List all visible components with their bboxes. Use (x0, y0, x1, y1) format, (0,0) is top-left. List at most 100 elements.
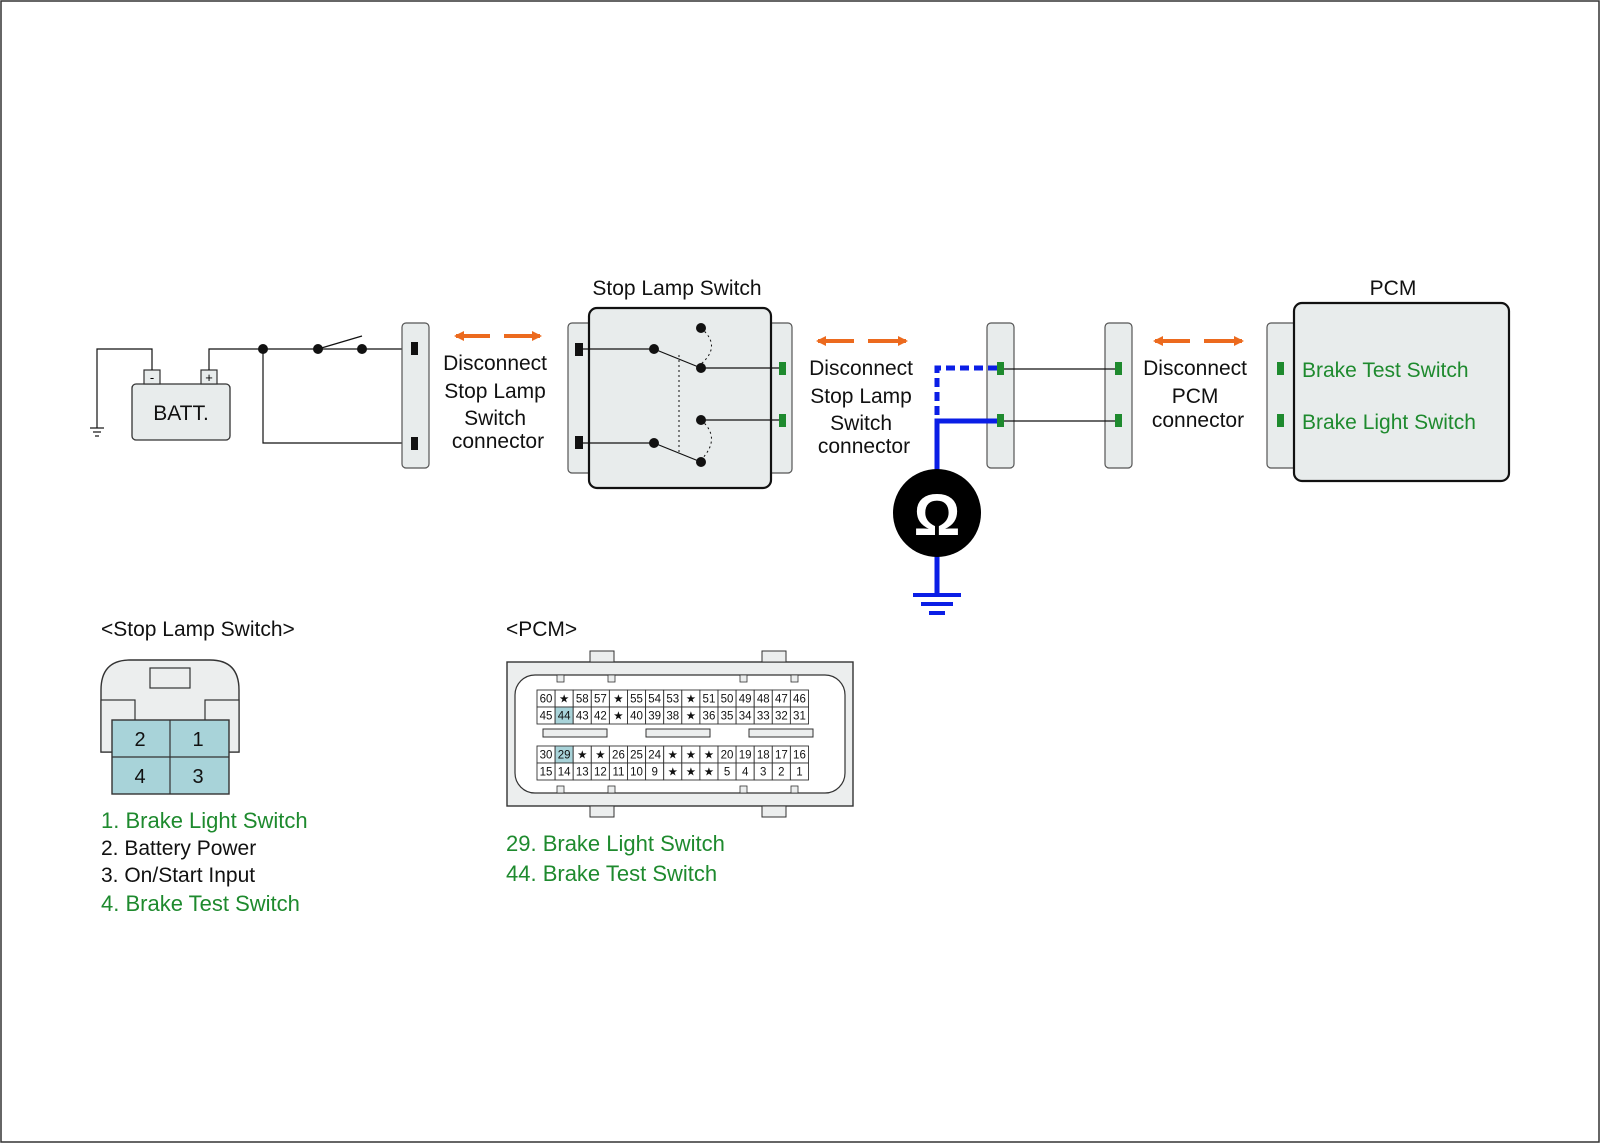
probe-leads (934, 365, 997, 593)
switch-nodes (258, 344, 367, 354)
pcm-pin-label: 48 (757, 694, 770, 706)
connector-panel-3 (986, 322, 1015, 469)
pcm-pin-label: 15 (540, 767, 553, 779)
sls-pin-3: 3 (192, 766, 203, 788)
sls-legend-2: 2. Battery Power (101, 837, 256, 860)
pcm-pin-label: 31 (793, 711, 806, 723)
pcm-pin-label: ★ (668, 767, 678, 779)
sls-pin-2: 2 (134, 729, 145, 751)
pcm-pin-label: 3 (760, 767, 766, 779)
pcm-pin-label: 44 (558, 711, 571, 723)
pcm-pin-label: ★ (686, 711, 696, 723)
ground-symbol-probe (913, 593, 961, 615)
battery-minus-sign: - (150, 370, 154, 385)
sls-pin-1: 1 (192, 729, 203, 751)
pcm-pin-label: 50 (721, 694, 734, 706)
pcm-pin-cell (789, 706, 809, 725)
pcm-pin-label: 29 (558, 750, 571, 762)
pcm-pin-label: 39 (648, 711, 661, 723)
pcm-pin-cell (789, 762, 809, 781)
pcm-signal-brake-test: Brake Test Switch (1302, 359, 1469, 382)
pcm-pin-label: 13 (576, 767, 589, 779)
ohmmeter: Ω (893, 469, 981, 557)
pcm-pin-label: 36 (703, 711, 716, 723)
pcm-pin-label: 16 (793, 750, 806, 762)
pcm-pin-label: ★ (613, 711, 623, 723)
sls-pin-4: 4 (134, 766, 145, 788)
stop-lamp-switch (567, 306, 793, 490)
pcm-pin-label: 55 (630, 694, 643, 706)
connector-panel-1 (401, 322, 430, 469)
pcm-pin-label: 38 (666, 711, 679, 723)
pcm-pin-label: 58 (576, 694, 589, 706)
pcm-pin-label: 40 (630, 711, 643, 723)
pcm-pin-label: 33 (757, 711, 770, 723)
pcm-pin-label: 1 (796, 767, 802, 779)
pcm-pin-label: 18 (757, 750, 770, 762)
battery-wiring (96, 335, 414, 444)
pcm-pin-label: 24 (648, 750, 661, 762)
disconnect-stop-lamp-label-2: Disconnect Stop Lamp Switch connector (809, 357, 919, 458)
pcm-pin-label: 14 (558, 767, 571, 779)
pcm-pin-label: ★ (595, 750, 605, 762)
pcm-pin-label: ★ (704, 767, 714, 779)
pcm-pin-label: 49 (739, 694, 752, 706)
pcm-pin-label: 20 (721, 750, 734, 762)
pcm-pin-label: ★ (686, 750, 696, 762)
pcm-pin-label: ★ (686, 694, 696, 706)
pcm-legend-44: 44. Brake Test Switch (506, 861, 717, 886)
pcm-connector-title: <PCM> (506, 618, 577, 641)
pcm-signal-brake-light: Brake Light Switch (1302, 411, 1476, 434)
pcm-pin-label: ★ (704, 750, 714, 762)
pcm-pin-label: 46 (793, 694, 806, 706)
pcm-legend-29: 29. Brake Light Switch (506, 831, 725, 856)
pcm-pin-label: 17 (775, 750, 788, 762)
pcm-pin-label: 47 (775, 694, 788, 706)
disconnect-stop-lamp-label-1: Disconnect Stop Lamp Switch connector (443, 352, 553, 453)
stop-lamp-legend: 1. Brake Light Switch 2. Battery Power 3… (101, 808, 308, 916)
ohm-symbol: Ω (914, 483, 961, 548)
pcm-pin-label: ★ (668, 750, 678, 762)
pcm-pin-label: 5 (724, 767, 730, 779)
pcm-pin-label: 54 (648, 694, 661, 706)
pcm-title: PCM (1370, 277, 1417, 300)
pcm-pin-label: 53 (666, 694, 679, 706)
pcm-pin-label: 10 (630, 767, 643, 779)
sls-legend-3: 3. On/Start Input (101, 864, 255, 887)
pcm-pin-label: ★ (613, 694, 623, 706)
disconnect-pcm-label: Disconnect PCM connector (1143, 357, 1253, 432)
sls-legend-4: 4. Brake Test Switch (101, 891, 300, 916)
stop-lamp-switch-title: Stop Lamp Switch (592, 277, 761, 300)
stop-lamp-connector-face: 2 1 4 3 (100, 659, 240, 795)
ground-symbol-battery (90, 420, 104, 437)
pcm-pin-label: 12 (594, 767, 607, 779)
stop-lamp-connector-title: <Stop Lamp Switch> (101, 618, 295, 641)
harness-wires (1004, 368, 1115, 422)
pcm-pin-label: 57 (594, 694, 607, 706)
pcm-pin-label: ★ (559, 694, 569, 706)
pcm-pin-label: 25 (630, 750, 643, 762)
pcm-pin-label: 30 (540, 750, 553, 762)
battery-plus-sign: + (205, 370, 213, 385)
pcm-connector-legend: 29. Brake Light Switch 44. Brake Test Sw… (506, 831, 725, 886)
pcm-pin-label: 45 (540, 711, 553, 723)
pcm-pin-label: 60 (540, 694, 553, 706)
pcm-pin-label: 9 (651, 767, 657, 779)
pcm-pin-label: 19 (739, 750, 752, 762)
pcm-pin-label: 2 (778, 767, 784, 779)
pcm-pin-label: 42 (594, 711, 607, 723)
connector-panel-4 (1104, 322, 1133, 469)
pcm-pin-label: 11 (612, 767, 624, 779)
pcm-pin-label: 51 (703, 694, 716, 706)
battery-label: BATT. (153, 402, 209, 425)
pcm-pin-label: 34 (739, 711, 752, 723)
pcm-pin-label: 26 (612, 750, 625, 762)
pcm-pin-label: 35 (721, 711, 734, 723)
pcm-pin-label: 43 (576, 711, 589, 723)
battery: - + BATT. (131, 369, 231, 441)
